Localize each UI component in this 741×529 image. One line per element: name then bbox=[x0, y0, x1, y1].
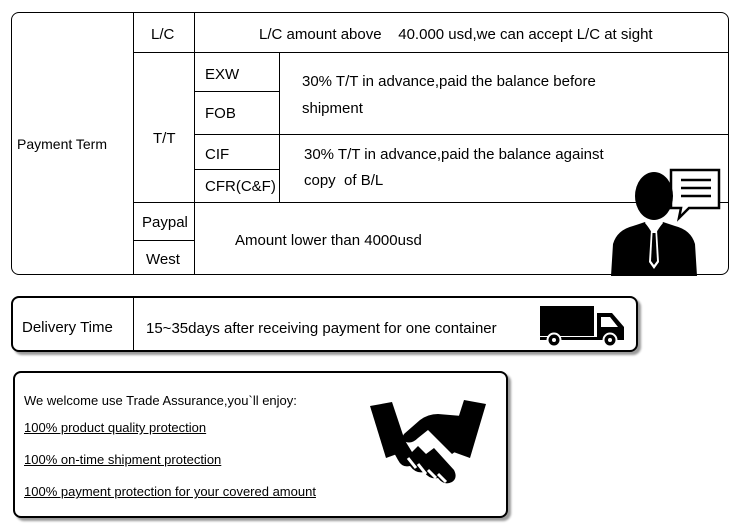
exw-fob-text-line-2: shipment bbox=[302, 100, 363, 117]
divider bbox=[133, 240, 195, 241]
assurance-intro: We welcome use Trade Assurance,you`ll en… bbox=[24, 393, 297, 408]
exw-fob-text-line-1: 30% T/T in advance,paid the balance befo… bbox=[302, 73, 596, 90]
lc-label: L/C bbox=[151, 26, 175, 43]
divider bbox=[194, 12, 195, 275]
payment-term-label: Payment Term bbox=[17, 136, 107, 152]
paypal-label: Paypal bbox=[142, 214, 188, 231]
divider bbox=[133, 202, 729, 203]
tt-label: T/T bbox=[153, 130, 176, 147]
delivery-time-text: 15~35days after receiving payment for on… bbox=[146, 320, 497, 337]
divider bbox=[194, 91, 279, 92]
divider bbox=[279, 52, 280, 202]
lc-text: L/C amount above 40.000 usd,we can accep… bbox=[259, 26, 653, 43]
divider bbox=[194, 169, 279, 170]
truck-icon bbox=[540, 306, 624, 347]
west-label: West bbox=[146, 251, 180, 268]
cfr-label: CFR(C&F) bbox=[205, 178, 276, 195]
divider bbox=[194, 134, 729, 135]
divider bbox=[133, 12, 134, 275]
fob-label: FOB bbox=[205, 105, 236, 122]
cif-cfr-text-line-2: copy of B/L bbox=[304, 172, 384, 189]
delivery-time-box bbox=[11, 296, 638, 352]
assurance-item-payment: 100% payment protection for your covered… bbox=[24, 484, 316, 499]
trade-assurance-box bbox=[13, 371, 508, 518]
businessman-chat-icon bbox=[611, 168, 721, 276]
assurance-item-shipment: 100% on-time shipment protection bbox=[24, 452, 222, 467]
divider bbox=[133, 52, 729, 53]
divider bbox=[133, 298, 134, 350]
handshake-icon bbox=[370, 400, 486, 484]
paypal-west-text: Amount lower than 4000usd bbox=[235, 232, 422, 249]
cif-label: CIF bbox=[205, 146, 230, 163]
payment-term-table bbox=[11, 12, 729, 275]
assurance-item-quality: 100% product quality protection bbox=[24, 420, 207, 435]
delivery-time-label: Delivery Time bbox=[22, 319, 113, 336]
cif-cfr-text-line-1: 30% T/T in advance,paid the balance agai… bbox=[304, 146, 604, 163]
exw-label: EXW bbox=[205, 66, 240, 83]
